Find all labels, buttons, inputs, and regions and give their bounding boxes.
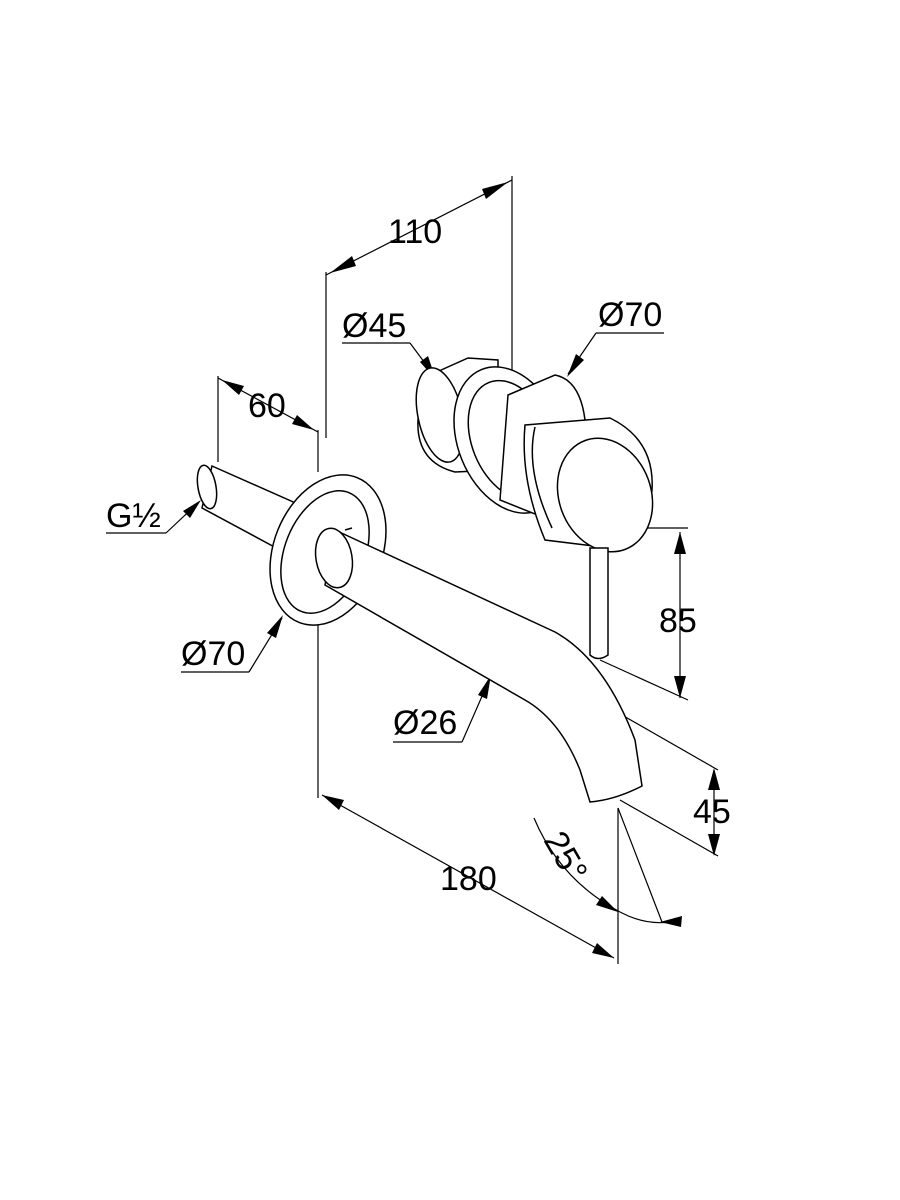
label-height-85: 85 (659, 602, 697, 640)
ext-line-45-bottom (619, 799, 719, 857)
dim-line-110 (325, 179, 513, 276)
ext-line-angle (617, 807, 663, 923)
arrowhead (674, 532, 686, 554)
dim-line-180 (321, 794, 615, 959)
label-length-180: 180 (440, 860, 497, 898)
arrowhead (674, 676, 686, 698)
arrowhead (708, 768, 720, 790)
label-angle-25: 25° (536, 825, 595, 889)
spout (324, 528, 643, 803)
arrowhead (660, 916, 682, 927)
label-depth-60: 60 (248, 387, 286, 425)
arrowhead (330, 256, 356, 273)
label-diam-45: Ø45 (342, 307, 406, 345)
arrowhead (292, 415, 314, 430)
spout-edge (344, 527, 353, 531)
connection-pipe-end (196, 464, 218, 510)
arrowhead (478, 675, 491, 699)
spout-base (314, 527, 354, 589)
arrowhead (708, 834, 720, 856)
mixer-valve (415, 357, 654, 660)
label-diam-26: Ø26 (393, 704, 457, 742)
arrowhead (567, 354, 584, 377)
label-diam-70-valve: Ø70 (598, 296, 662, 334)
label-width-110: 110 (388, 213, 442, 251)
valve-handle-face (556, 437, 654, 553)
valve-body-edge (531, 426, 553, 529)
arrowhead (322, 795, 344, 810)
arrowhead (267, 615, 283, 638)
label-thread: G½ (106, 497, 161, 535)
spout-assembly (196, 464, 643, 803)
arrowhead (222, 380, 244, 395)
arrowhead (592, 943, 614, 958)
arrowhead (596, 896, 618, 912)
ext-line-85-bottom (599, 659, 689, 701)
label-diam-70-spout: Ø70 (181, 635, 245, 673)
arrowhead (183, 500, 201, 518)
arrowhead (482, 182, 508, 199)
label-height-45: 45 (693, 793, 731, 831)
dimension-labels: 110 Ø45 Ø70 60 G½ Ø70 Ø26 85 45 25° 180 (106, 213, 731, 898)
valve-lever (589, 547, 609, 660)
